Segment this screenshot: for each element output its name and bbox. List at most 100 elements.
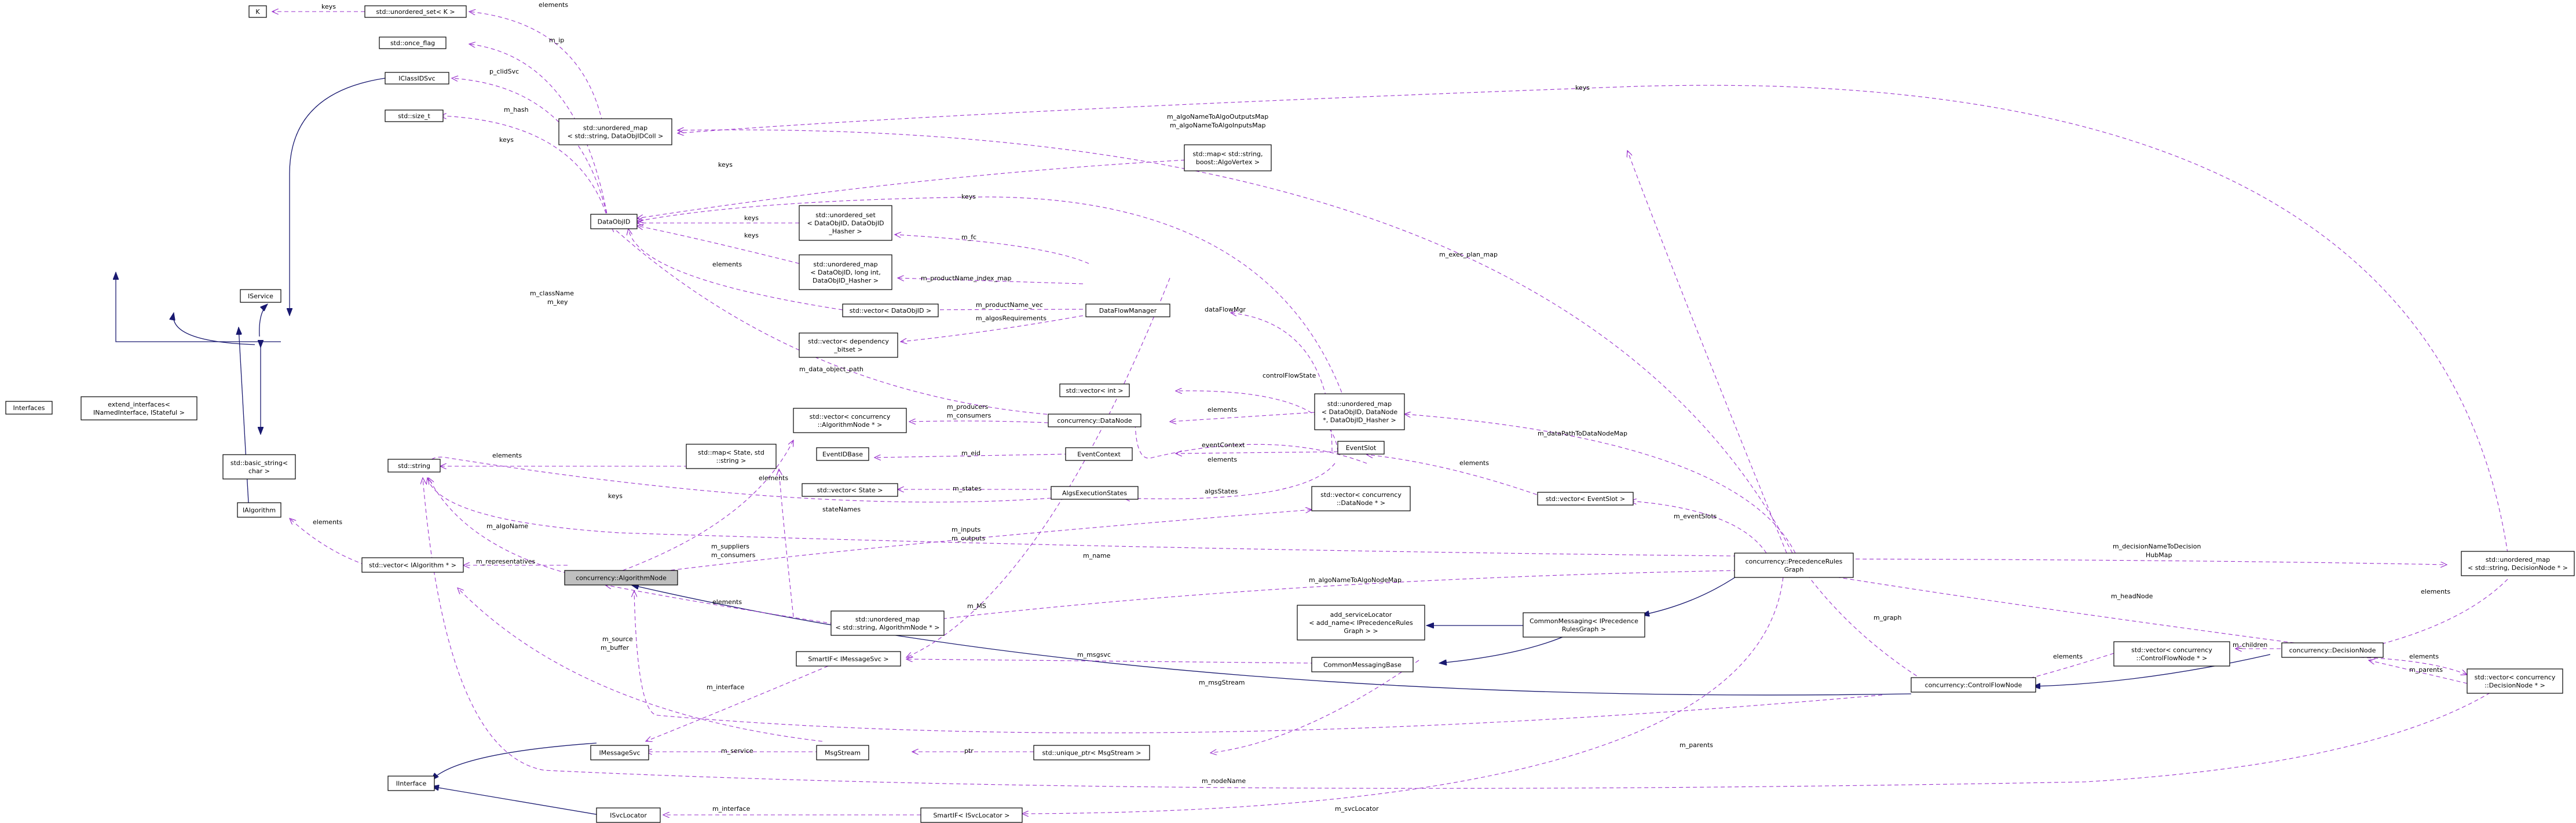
node-box xyxy=(802,483,898,497)
node-map-algovertex[interactable]: std::map< std::string, boost::AlgoVertex… xyxy=(1184,144,1272,171)
node-label: std::basic_string< xyxy=(230,459,288,467)
edge-umap-algnode-elements xyxy=(605,585,835,624)
label-keys-4: keys xyxy=(961,193,976,200)
node-vec-ialgorithm[interactable]: std::vector< IAlgorithm * > xyxy=(361,557,464,573)
edge-msgstream xyxy=(1210,660,1419,753)
edge-vec-cfnode-elements xyxy=(2010,653,2114,683)
node-box xyxy=(1048,414,1141,427)
node-size-t[interactable]: std::size_t xyxy=(385,109,444,122)
node-label: std::vector< IAlgorithm * > xyxy=(369,562,456,569)
node-box xyxy=(1337,441,1385,455)
node-map-state-string[interactable]: std::map< State, std::string > xyxy=(686,444,777,469)
node-ialgorithm[interactable]: IAlgorithm xyxy=(237,502,281,518)
label-m-nodename: m_nodeName xyxy=(1202,777,1246,785)
edge-statenames xyxy=(426,456,1052,503)
node-algoexecutionstates[interactable]: AlgsExecutionStates xyxy=(1051,486,1139,500)
node-smartif-imessagesvc[interactable]: SmartIF< IMessageSvc > xyxy=(796,651,901,667)
node-label: std::vector< int > xyxy=(1066,387,1123,394)
node-msgstream[interactable]: MsgStream xyxy=(816,745,869,760)
node-eventcontext[interactable]: EventContext xyxy=(1065,447,1133,461)
node-label: CommonMessaging< IPrecedence xyxy=(1529,617,1638,625)
label-elements-9: elements xyxy=(2421,588,2450,595)
node-iinterface[interactable]: IInterface xyxy=(387,776,435,791)
node-vec-int[interactable]: std::vector< int > xyxy=(1059,383,1130,397)
node-datanode[interactable]: concurrency::DataNode xyxy=(1048,414,1141,427)
node-vec-eventslot[interactable]: std::vector< EventSlot > xyxy=(1537,492,1634,506)
node-isvclocator[interactable]: ISvcLocator xyxy=(596,807,661,823)
node-iclassidsvc[interactable]: IClassIDSvc xyxy=(385,72,449,85)
node-umap-dataobjid-long[interactable]: std::unordered_map< DataObjID, long int,… xyxy=(799,254,892,290)
node-add-svclocator[interactable]: add_serviceLocator< add_name< IPrecedenc… xyxy=(1297,605,1425,641)
edge-eventcontext xyxy=(1176,452,1338,453)
node-box xyxy=(379,36,447,49)
node-label: SmartIF< ISvcLocator > xyxy=(933,812,1009,820)
node-basic-string[interactable]: std::basic_string< char > xyxy=(222,454,296,480)
node-label: std::map< State, std xyxy=(698,449,764,456)
node-extend-interfaces[interactable]: extend_interfaces< INamedInterface, ISta… xyxy=(80,396,197,420)
node-umap-algoid[interactable]: std::unordered_map< std::string, DataObj… xyxy=(558,118,672,145)
node-vec-dataobjid[interactable]: std::vector< DataObjID > xyxy=(842,303,939,317)
node-label: < DataObjID, DataNode xyxy=(1322,408,1398,416)
edge-umap-decisionnode-elements xyxy=(2363,579,2508,649)
node-iservice[interactable]: IService xyxy=(240,289,281,303)
node-box xyxy=(686,444,777,469)
node-label: std::size_t xyxy=(398,112,430,120)
node-vec-cfnode[interactable]: std::vector< concurrency::ControlFlowNod… xyxy=(2113,641,2230,667)
node-box xyxy=(799,254,892,290)
node-vec-datanode[interactable]: std::vector< concurrency::DataNode * > xyxy=(1311,486,1411,511)
node-vec-dep-bitset[interactable]: std::vector< dependency_bitset > xyxy=(799,332,898,358)
edge-m-nodename xyxy=(423,478,2497,789)
node-uset-dataobjid[interactable]: std::unordered_set< DataObjID, DataObjID… xyxy=(799,205,892,241)
node-vec-state[interactable]: std::vector< State > xyxy=(802,483,898,497)
label-elements-11: elements xyxy=(2053,653,2083,660)
node-eventidbase[interactable]: EventIDBase xyxy=(816,447,869,461)
edge-m-graph xyxy=(1804,570,1929,684)
node-vec-decisionnode[interactable]: std::vector< concurrency::DecisionNode *… xyxy=(2467,668,2563,694)
node-imessagesvc[interactable]: IMessageSvc xyxy=(590,745,649,760)
label-m-parents-2: m_parents xyxy=(1679,741,1713,749)
label-elements-2: elements xyxy=(712,261,742,268)
node-vec-algnode[interactable]: std::vector< concurrency::AlgorithmNode … xyxy=(793,408,907,433)
node-label: std::vector< EventSlot > xyxy=(1546,495,1625,503)
label-m-eid: m_eid xyxy=(961,449,980,457)
node-dataflowmanager[interactable]: DataFlowManager xyxy=(1085,303,1170,317)
node-box xyxy=(596,807,661,823)
usage-edges xyxy=(272,12,2508,815)
node-smartif-isvclocator[interactable]: SmartIF< ISvcLocator > xyxy=(920,807,1023,823)
node-commonmessagingbase[interactable]: CommonMessagingBase xyxy=(1311,657,1414,672)
edge-size-t xyxy=(440,116,609,221)
node-controlflownode[interactable]: concurrency::ControlFlowNode xyxy=(1911,677,2036,693)
node-umap-datanode[interactable]: std::unordered_map< DataObjID, DataNode … xyxy=(1314,393,1405,430)
node-label: ::AlgorithmNode * > xyxy=(818,421,883,429)
node-label: < std::string, DecisionNode * > xyxy=(2468,564,2568,572)
label-elements-4: elements xyxy=(492,452,522,459)
label-key: m_key xyxy=(547,298,568,306)
label-buffer: m_buffer xyxy=(601,644,630,652)
node-label: std::unordered_map xyxy=(2486,556,2550,564)
label-m-parents: m_parents xyxy=(2409,666,2443,674)
edge-clidsvc xyxy=(452,78,609,221)
node-unique-ptr-msgstream[interactable]: std::unique_ptr< MsgStream > xyxy=(1033,745,1150,760)
node-umap-algnode[interactable]: std::unordered_map< std::string, Algorit… xyxy=(830,610,945,636)
node-decisionnode[interactable]: concurrency::DecisionNode xyxy=(2281,642,2384,658)
node-algorithmnode[interactable]: concurrency::AlgorithmNode xyxy=(564,570,678,586)
node-label: < std::string, AlgorithmNode * > xyxy=(835,624,939,631)
node-uset-k[interactable]: std::unordered_set< K > xyxy=(364,5,467,18)
node-std-string[interactable]: std::string xyxy=(387,459,441,473)
node-K[interactable]: K xyxy=(248,5,267,18)
node-dataobjid[interactable]: DataObjID xyxy=(590,214,638,229)
node-box xyxy=(1033,745,1150,760)
node-box xyxy=(564,570,678,586)
node-box xyxy=(80,396,197,420)
node-eventslot[interactable]: EventSlot xyxy=(1337,441,1385,455)
node-label: IAlgorithm xyxy=(243,507,276,514)
node-once-flag[interactable]: std::once_flag xyxy=(379,36,447,49)
node-label: _Hasher > xyxy=(828,228,862,235)
node-label: std::unordered_map xyxy=(855,616,920,623)
label-elements-10: elements xyxy=(712,598,742,606)
node-interfaces[interactable]: Interfaces xyxy=(5,401,53,415)
node-umap-decisionnode[interactable]: std::unordered_map< std::string, Decisio… xyxy=(2461,551,2575,576)
